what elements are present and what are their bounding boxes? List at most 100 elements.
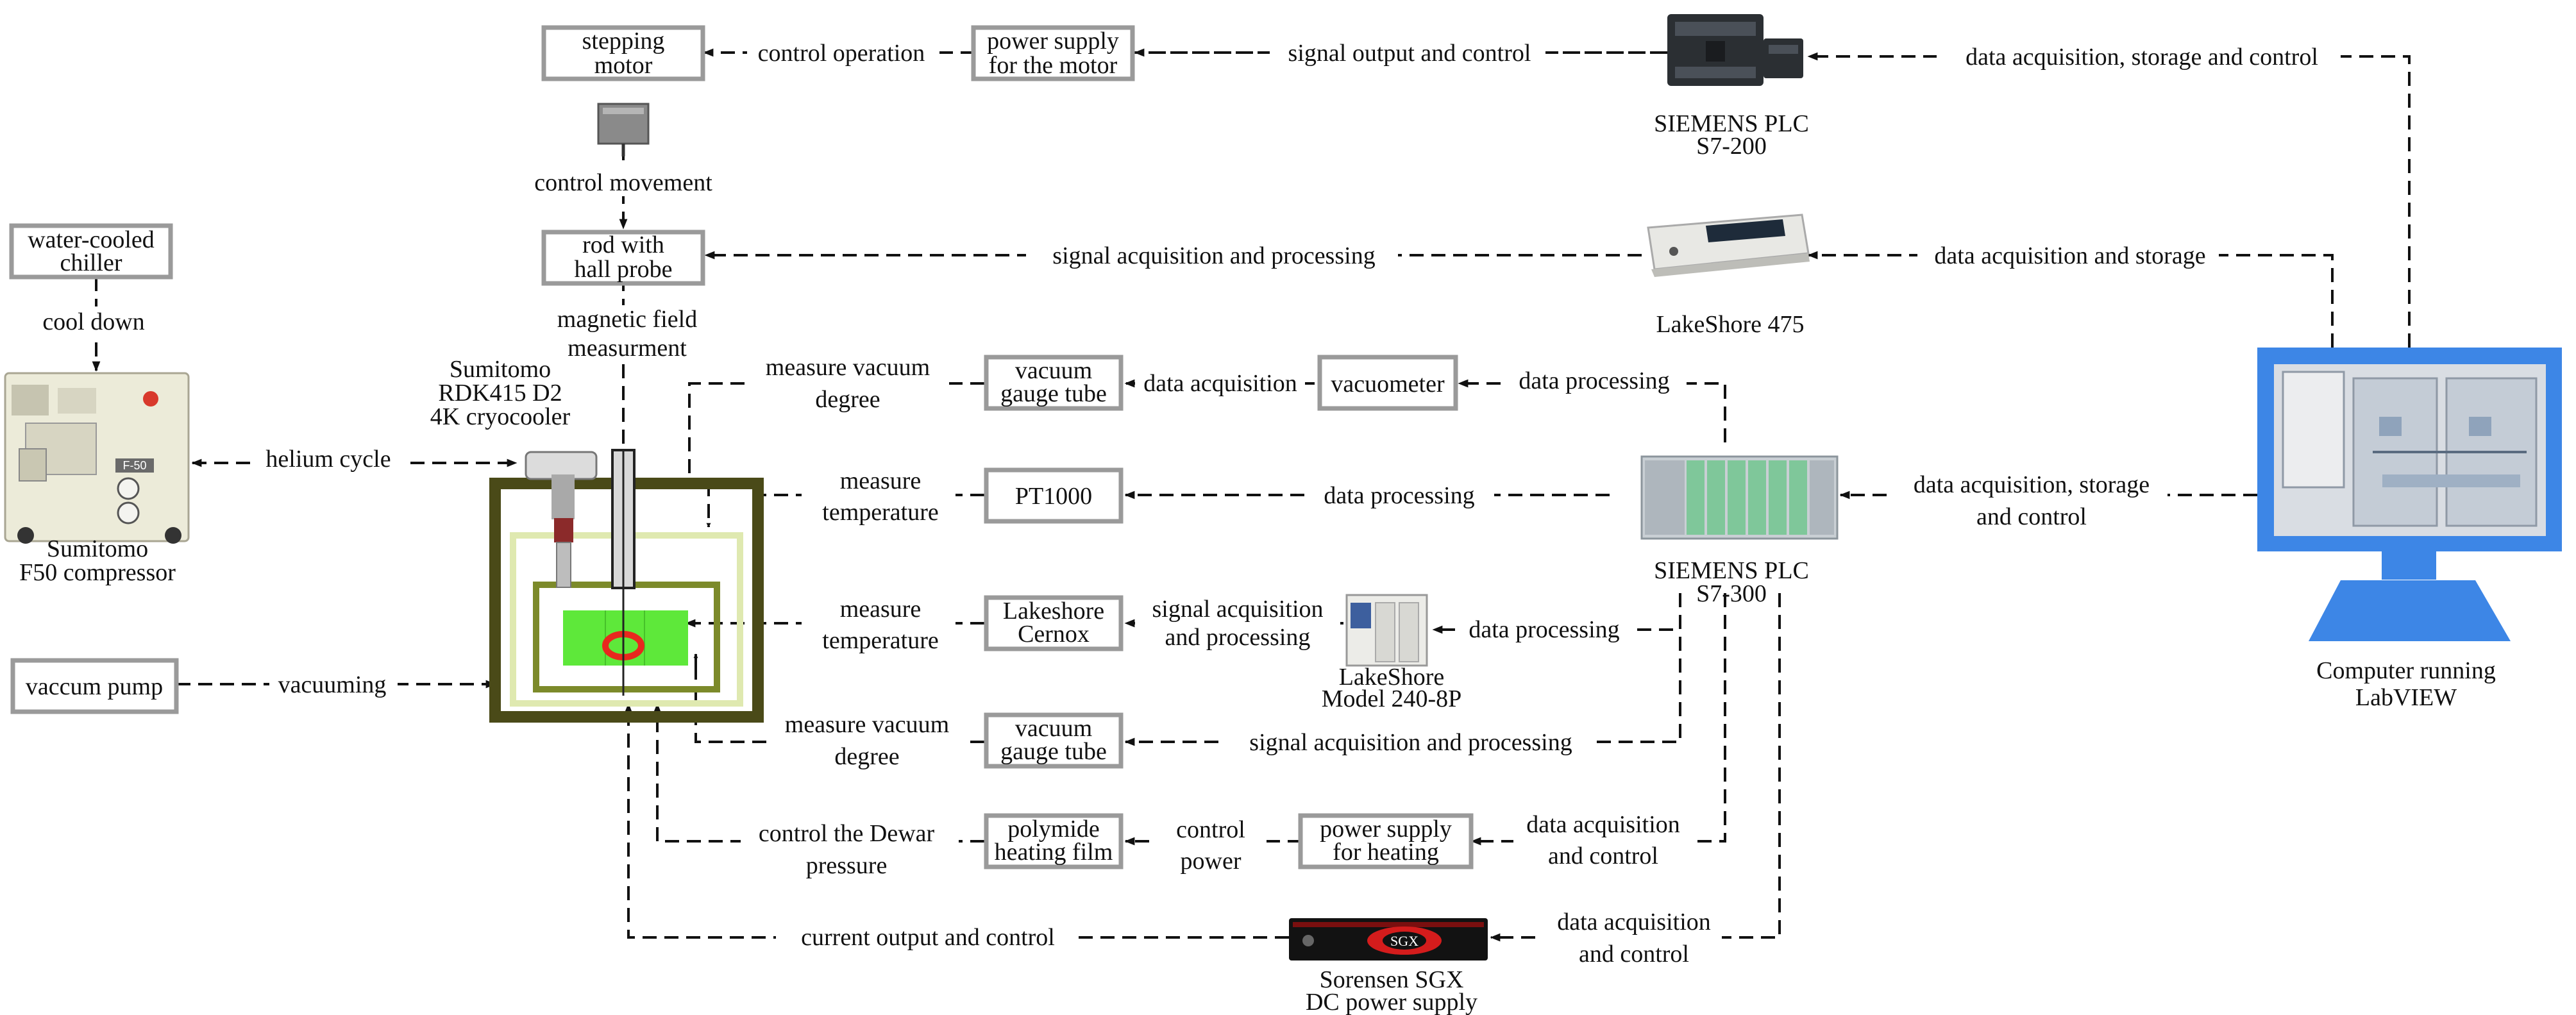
vaccum-pump-label: vaccum pump [26, 673, 163, 700]
vacuum-gauge-1-label-1: vacuum [1015, 357, 1092, 384]
label-measure-vacuum-2b: degree [834, 743, 899, 770]
label-daq-control-sorensen-2: and control [1579, 941, 1689, 968]
sorensen-label-2: DC power supply [1306, 989, 1477, 1015]
siemens-s7-200-label-2: S7-200 [1696, 133, 1767, 160]
label-control-power-2: power [1181, 848, 1242, 875]
label-control-dewar-2: pressure [806, 852, 888, 879]
lakeshore-475-icon [1647, 214, 1810, 277]
label-daq-storage-control-mid-2: and control [1976, 503, 2087, 530]
plc-s7-300-icon [1640, 455, 1839, 540]
power-supply-heating-box: power supply for heating [1298, 813, 1474, 869]
label-measure-vacuum-1a: measure vacuum [766, 354, 930, 381]
lakeshore-240-label-1: LakeShore [1339, 664, 1445, 691]
lakeshore-cernox-label-2: Cernox [1018, 621, 1090, 648]
compressor-f50-icon: F-50 [4, 372, 190, 544]
edge-labels: control operation signal output and cont… [38, 36, 2341, 969]
label-signal-output-control: signal output and control [1288, 40, 1531, 67]
label-signal-acq-processing-hall: signal acquisition and processing [1052, 242, 1375, 269]
compressor-label-2: F50 compressor [19, 559, 176, 586]
label-measure-temp-2b: temperature [822, 627, 938, 654]
label-measure-temp-1a: measure [840, 467, 922, 494]
label-magnetic-field-2: measurment [568, 335, 687, 362]
label-daq-control-heating-1: data acquisition [1526, 811, 1680, 838]
label-daq-storage: data acquisition and storage [1934, 242, 2205, 269]
label-measure-vacuum-2a: measure vacuum [785, 711, 949, 738]
polymide-film-label-1: polymide [1007, 816, 1100, 843]
label-control-movement: control movement [534, 169, 712, 196]
edge-pc-to-plc200 [1807, 52, 2411, 348]
vacuum-gauge-1-box: vacuum gauge tube [984, 355, 1124, 411]
label-data-processing-vac: data processing [1519, 367, 1669, 394]
water-chiller-box: water-cooled chiller [9, 223, 173, 280]
siemens-s7-300-label-2: S7-300 [1696, 580, 1767, 607]
water-chiller-label-2: chiller [60, 249, 122, 276]
label-daq-control-sorensen-1: data acquisition [1557, 909, 1711, 935]
stepping-motor-label-2: motor [594, 52, 653, 79]
sorensen-badge: SGX [1390, 933, 1418, 949]
plc-s7-200-icon [1667, 14, 1803, 86]
vacuum-gauge-2-label-2: gauge tube [1000, 738, 1107, 765]
cryocooler-icon [525, 451, 598, 588]
label-data-acquisition-vac: data acquisition [1143, 370, 1297, 397]
sorensen-sgx-icon: SGX [1289, 918, 1488, 960]
vacuum-gauge-2-label-1: vacuum [1015, 715, 1092, 742]
computer-label-1: Computer running [2316, 657, 2496, 684]
cryocooler-label-3: 4K cryocooler [430, 403, 571, 430]
power-supply-motor-label-1: power supply [987, 28, 1119, 55]
lakeshore-cernox-box: Lakeshore Cernox [984, 595, 1124, 651]
water-chiller-label-1: water-cooled [28, 226, 155, 253]
label-cool-down: cool down [42, 308, 144, 335]
label-control-operation: control operation [758, 40, 925, 67]
stepping-motor-box: stepping motor [541, 25, 705, 81]
label-measure-temp-1b: temperature [822, 499, 938, 526]
label-magnetic-field-1: magnetic field [557, 306, 697, 333]
label-helium-cycle: helium cycle [265, 446, 391, 473]
lakeshore-240-icon [1345, 594, 1428, 667]
siemens-s7-200-label-1: SIEMENS PLC [1654, 110, 1809, 137]
compressor-label-1: Sumitomo [47, 535, 148, 562]
label-control-dewar-1: control the Dewar [759, 820, 935, 847]
power-supply-motor-label-2: for the motor [989, 52, 1118, 79]
label-daq-control-heating-2: and control [1548, 843, 1658, 869]
polymide-film-box: polymide heating film [984, 813, 1124, 869]
label-measure-temp-2a: measure [840, 596, 922, 623]
label-data-processing-240: data processing [1469, 616, 1619, 643]
label-daq-storage-control-top: data acquisition, storage and control [1966, 44, 2318, 71]
rod-hall-probe-label-2: hall probe [574, 256, 672, 283]
label-data-processing-pt: data processing [1324, 482, 1474, 509]
pt1000-label: PT1000 [1015, 483, 1092, 510]
siemens-s7-300-label-1: SIEMENS PLC [1654, 557, 1809, 584]
label-current-output: current output and control [801, 924, 1055, 951]
rod-hall-probe-label-1: rod with [582, 231, 664, 258]
polymide-film-label-2: heating film [995, 839, 1113, 866]
edge-plc300-to-gauge2 [1124, 593, 1681, 746]
label-control-power-1: control [1176, 816, 1245, 843]
sorensen-label-1: Sorensen SGX [1320, 966, 1464, 993]
stepping-motor-icon [597, 103, 650, 156]
cryocooler-label-2: RDK415 D2 [438, 380, 562, 407]
lakeshore-475-label: LakeShore 475 [1656, 311, 1804, 338]
lakeshore-cernox-label-1: Lakeshore [1003, 598, 1104, 625]
device-labels: SIEMENS PLC S7-200 LakeShore 475 SIEMENS… [19, 110, 2496, 1015]
power-supply-heating-label-2: for heating [1333, 839, 1439, 866]
label-signal-acq-cernox-2: and processing [1165, 624, 1311, 651]
label-signal-acq-gauge2: signal acquisition and processing [1249, 729, 1572, 756]
compressor-badge: F-50 [122, 459, 146, 472]
cryocooler-label-1: Sumitomo [450, 356, 551, 383]
vacuum-gauge-2-box: vacuum gauge tube [984, 712, 1124, 769]
power-supply-heating-label-1: power supply [1320, 816, 1452, 843]
computer-monitor-icon [2257, 348, 2562, 641]
stepping-motor-label-1: stepping [582, 28, 665, 55]
label-vacuuming: vacuuming [278, 671, 387, 698]
computer-label-2: LabVIEW [2355, 684, 2457, 711]
vacuum-gauge-1-label-2: gauge tube [1000, 380, 1107, 407]
label-signal-acq-cernox-1: signal acquisition [1152, 596, 1323, 623]
lakeshore-240-label-2: Model 240-8P [1322, 685, 1462, 712]
vaccum-pump-box: vaccum pump [10, 658, 179, 714]
pt1000-box: PT1000 [984, 467, 1124, 524]
rod-hall-probe-box: rod with hall probe [541, 230, 705, 286]
label-measure-vacuum-1b: degree [815, 386, 880, 413]
vacuometer-box: vacuometer [1317, 355, 1458, 411]
power-supply-motor-box: power supply for the motor [971, 25, 1135, 81]
